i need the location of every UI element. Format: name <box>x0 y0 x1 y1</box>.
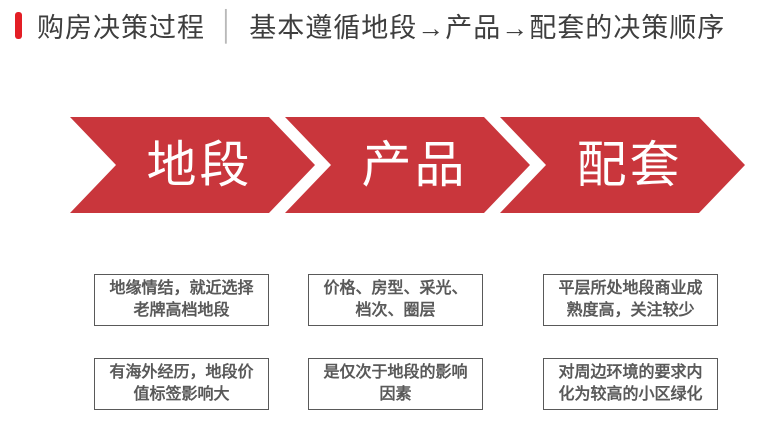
note-location-1: 地缘情结，就近选择老牌高档地段 <box>94 274 269 326</box>
process-step-location-label: 地段 <box>146 137 253 193</box>
title-divider: │ <box>219 7 236 41</box>
note-product-1: 价格、房型、采光、档次、圈层 <box>308 274 483 326</box>
note-amenities-2: 对周边环境的要求内化为较高的小区绿化 <box>543 358 718 410</box>
note-amenities-1: 平层所处地段商业成熟度高，关注较少 <box>543 274 718 326</box>
process-step-product-label: 产品 <box>361 137 468 193</box>
page-subtitle: 基本遵循地段→产品→配套的决策顺序 <box>249 12 726 43</box>
note-product-2: 是仅次于地段的影响因素 <box>308 358 483 410</box>
note-location-2: 有海外经历，地段价值标签影响大 <box>94 358 269 410</box>
process-step-location: 地段 <box>70 117 315 213</box>
process-step-product: 产品 <box>285 117 530 213</box>
page-title: 购房决策过程 <box>37 12 205 43</box>
process-step-amenities-label: 配套 <box>576 137 683 193</box>
process-step-amenities: 配套 <box>500 117 745 213</box>
title-accent-bar <box>15 12 22 39</box>
header: 购房决策过程 │ 基本遵循地段→产品→配套的决策顺序 <box>37 6 725 44</box>
